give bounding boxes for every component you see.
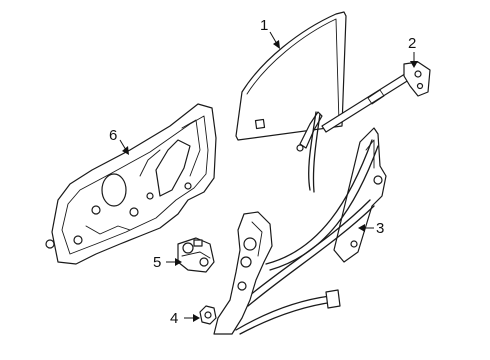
leader-lines — [119, 31, 418, 322]
callout-3: 3 — [376, 220, 384, 237]
callout-4: 4 — [170, 310, 178, 327]
guide-rail — [321, 61, 431, 133]
nut — [199, 305, 217, 325]
regulator-front-plate — [213, 211, 341, 335]
callout-2: 2 — [408, 35, 416, 52]
callout-6: 6 — [109, 127, 117, 144]
door-module-panel — [45, 103, 217, 265]
callout-1: 1 — [260, 17, 268, 34]
callout-5: 5 — [153, 254, 161, 271]
glass-guide-channel — [296, 111, 323, 193]
door-glass — [235, 11, 347, 141]
regulator-motor — [177, 237, 215, 273]
window-regulator — [243, 127, 387, 307]
